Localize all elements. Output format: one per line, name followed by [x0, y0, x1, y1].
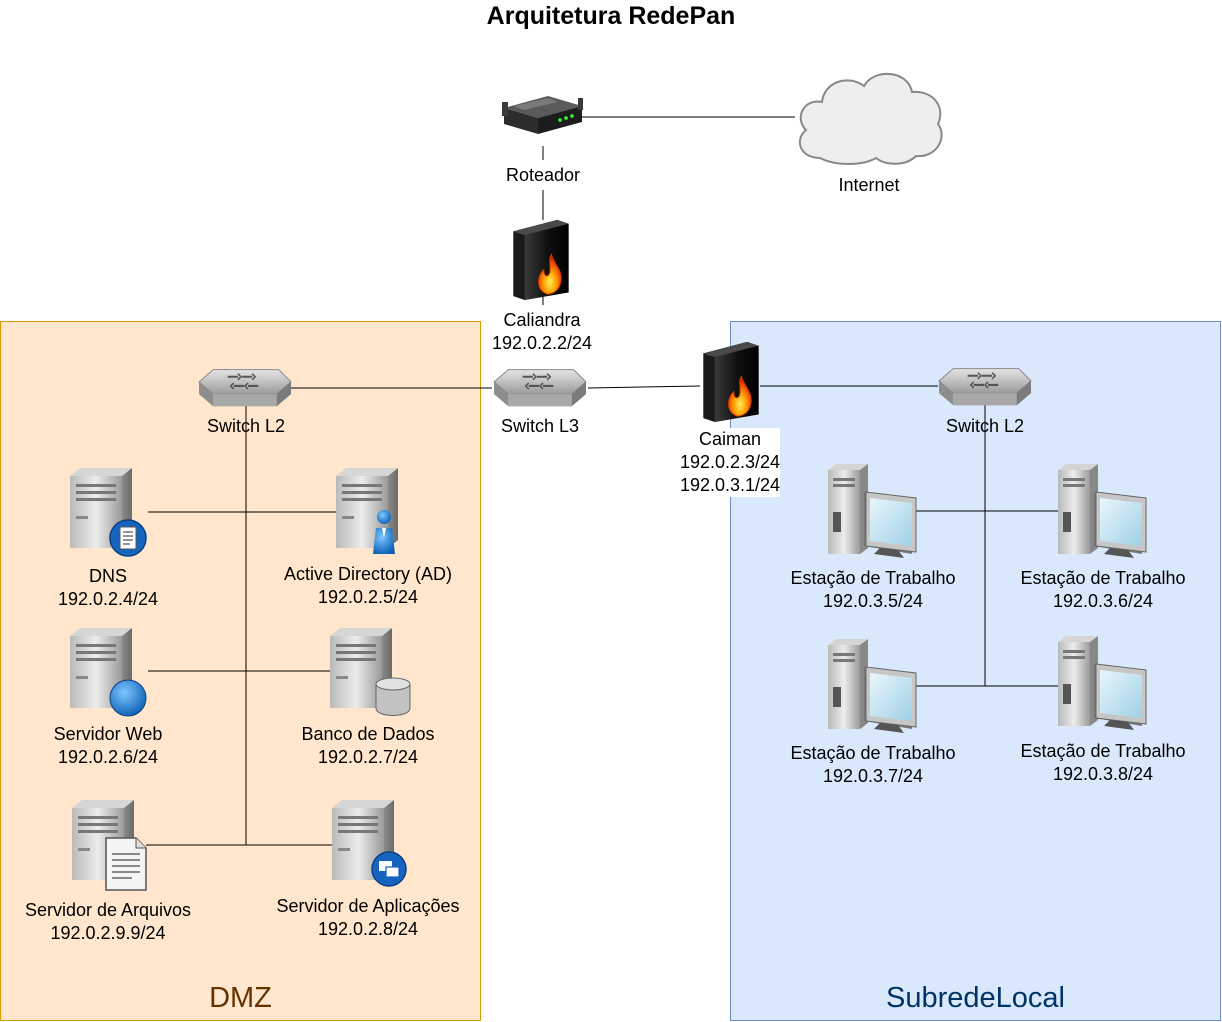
workstation-icon: [826, 462, 918, 558]
internet-label: Internet: [838, 175, 900, 195]
db-label: Banco de Dados 192.0.2.7/24: [301, 723, 434, 769]
switch-dmz-label: Switch L2: [206, 416, 286, 436]
router-icon: [500, 94, 584, 138]
switch-icon: [492, 367, 588, 409]
files-ip: 192.0.2.9.9/24: [50, 923, 166, 943]
ad-label: Active Directory (AD) 192.0.2.5/24: [284, 563, 452, 609]
switch-l3-label: Switch L3: [500, 416, 580, 436]
ws4-name: Estação de Trabalho: [1020, 741, 1186, 761]
globe-icon: [109, 679, 147, 717]
apps-ip: 192.0.2.8/24: [317, 919, 419, 939]
file-document-icon: [105, 837, 147, 891]
caiman-label: Caiman 192.0.2.3/24 192.0.3.1/24: [679, 428, 781, 497]
user-icon: [373, 510, 395, 554]
ws3-ip: 192.0.3.7/24: [822, 766, 924, 786]
diagram-title: Arquitetura RedePan: [486, 2, 736, 30]
lan-zone-label: SubredeLocal: [886, 982, 1065, 1014]
dns-document-icon: [109, 519, 147, 557]
dns-ip: 192.0.2.4/24: [57, 589, 159, 609]
web-ip: 192.0.2.6/24: [57, 747, 159, 767]
firewall-icon: [698, 340, 762, 422]
ws2-label: Estação de Trabalho 192.0.3.6/24: [1020, 567, 1185, 613]
dns-label: DNS 192.0.2.4/24: [58, 565, 158, 611]
database-icon: [375, 677, 411, 716]
workstation-icon: [1056, 634, 1148, 730]
db-ip: 192.0.2.7/24: [317, 747, 419, 767]
ws1-ip: 192.0.3.5/24: [822, 591, 924, 611]
ad-name: Active Directory (AD): [283, 564, 453, 584]
ws4-ip: 192.0.3.8/24: [1052, 764, 1154, 784]
caiman-ip-1: 192.0.2.3/24: [679, 451, 781, 474]
caliandra-label: Caliandra 192.0.2.2/24: [491, 309, 593, 355]
ws1-name: Estação de Trabalho: [790, 568, 956, 588]
caliandra-ip: 192.0.2.2/24: [491, 332, 593, 355]
switch-lan-label: Switch L2: [945, 416, 1025, 436]
workstation-icon: [826, 637, 918, 733]
files-name: Servidor de Arquivos: [24, 900, 192, 920]
switch-icon: [197, 367, 293, 409]
router-label: Roteador: [505, 165, 581, 185]
dmz-zone-label: DMZ: [209, 982, 272, 1014]
application-windows-icon: [371, 851, 407, 887]
ws4-label: Estação de Trabalho 192.0.3.8/24: [1020, 740, 1185, 786]
ws1-label: Estação de Trabalho 192.0.3.5/24: [790, 567, 955, 613]
files-label: Servidor de Arquivos 192.0.2.9.9/24: [25, 899, 191, 945]
caliandra-name: Caliandra: [491, 309, 593, 332]
apps-label: Servidor de Aplicações 192.0.2.8/24: [276, 895, 459, 941]
ad-ip: 192.0.2.5/24: [317, 587, 419, 607]
switch-icon: [937, 366, 1033, 408]
cloud-icon: [798, 72, 943, 165]
db-name: Banco de Dados: [301, 724, 435, 744]
ws3-label: Estação de Trabalho 192.0.3.7/24: [790, 742, 955, 788]
link-switchl3-caiman: [587, 385, 701, 389]
web-name: Servidor Web: [53, 724, 163, 744]
ws2-ip: 192.0.3.6/24: [1052, 591, 1154, 611]
workstation-icon: [1056, 462, 1148, 558]
caiman-name: Caiman: [679, 428, 781, 451]
apps-name: Servidor de Aplicações: [276, 896, 460, 916]
ws3-name: Estação de Trabalho: [790, 743, 956, 763]
dns-name: DNS: [88, 566, 127, 586]
firewall-icon: [508, 218, 572, 300]
web-label: Servidor Web 192.0.2.6/24: [54, 723, 163, 769]
caiman-ip-2: 192.0.3.1/24: [679, 474, 781, 497]
ws2-name: Estação de Trabalho: [1020, 568, 1186, 588]
